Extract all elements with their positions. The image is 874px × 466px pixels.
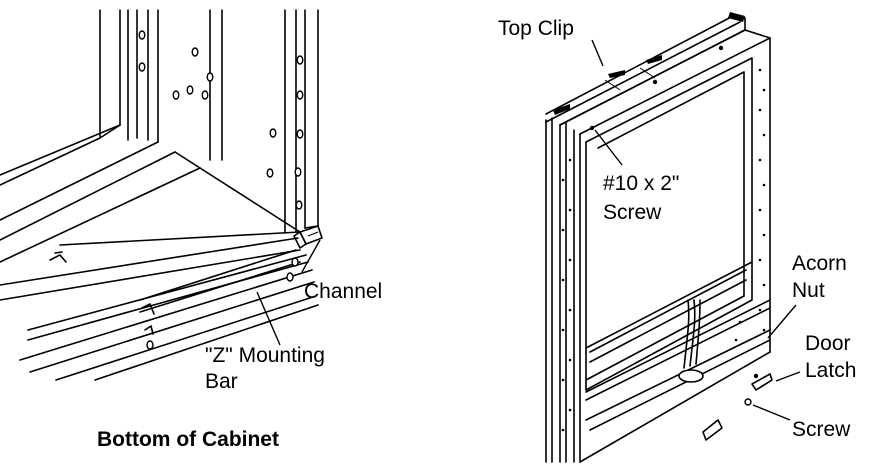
rear-panel [0, 9, 121, 186]
channel [293, 225, 323, 249]
door-latch-leader-line [775, 371, 801, 382]
top-clip [545, 12, 746, 126]
wire-bundle [678, 299, 723, 441]
rivet-dots [561, 68, 766, 432]
z-bar-label-line2: Bar [205, 370, 238, 393]
acorn-nut-label-line2: Nut [792, 279, 825, 302]
screw10-leader-line [594, 129, 623, 166]
acorn-nut-label-line1: Acorn [792, 252, 847, 275]
screw-label: Screw [792, 418, 851, 441]
z-mounting-bar [0, 231, 319, 381]
top-clip-label: Top Clip [498, 17, 574, 40]
door-latch-label-line1: Door [805, 332, 851, 355]
screw10-label-line1: #10 x 2" [603, 172, 679, 195]
top-clip-leader-line [591, 39, 604, 67]
bottom-of-cabinet-view: Channel "Z" Mounting Bar Bottom of Cabin… [0, 9, 382, 451]
channel-label: Channel [304, 280, 382, 303]
cabinet-opening [585, 57, 753, 391]
cabinet-frame [545, 29, 771, 463]
door-latch-label-line2: Latch [805, 359, 856, 382]
side-wall-posts [127, 9, 319, 233]
screw-leader-line [752, 404, 791, 421]
rail-holes [146, 257, 299, 350]
lower-panel [585, 299, 771, 431]
latch-screw [744, 398, 752, 406]
side-wall-holes [138, 30, 304, 210]
channel-leader-line [301, 239, 321, 273]
view-caption: Bottom of Cabinet [97, 428, 279, 451]
cabinet-floor [0, 141, 301, 263]
z-bar-label-line1: "Z" Mounting [205, 344, 325, 367]
cabinet-view: Top Clip #10 x 2" Screw Acorn Nut Door L… [498, 12, 856, 463]
screw10-label-line2: Screw [603, 201, 662, 224]
door-latch [751, 373, 773, 391]
acorn-nut-leader-line [767, 304, 797, 339]
top-screws [589, 45, 724, 131]
z-bar-leader-line [256, 291, 281, 346]
